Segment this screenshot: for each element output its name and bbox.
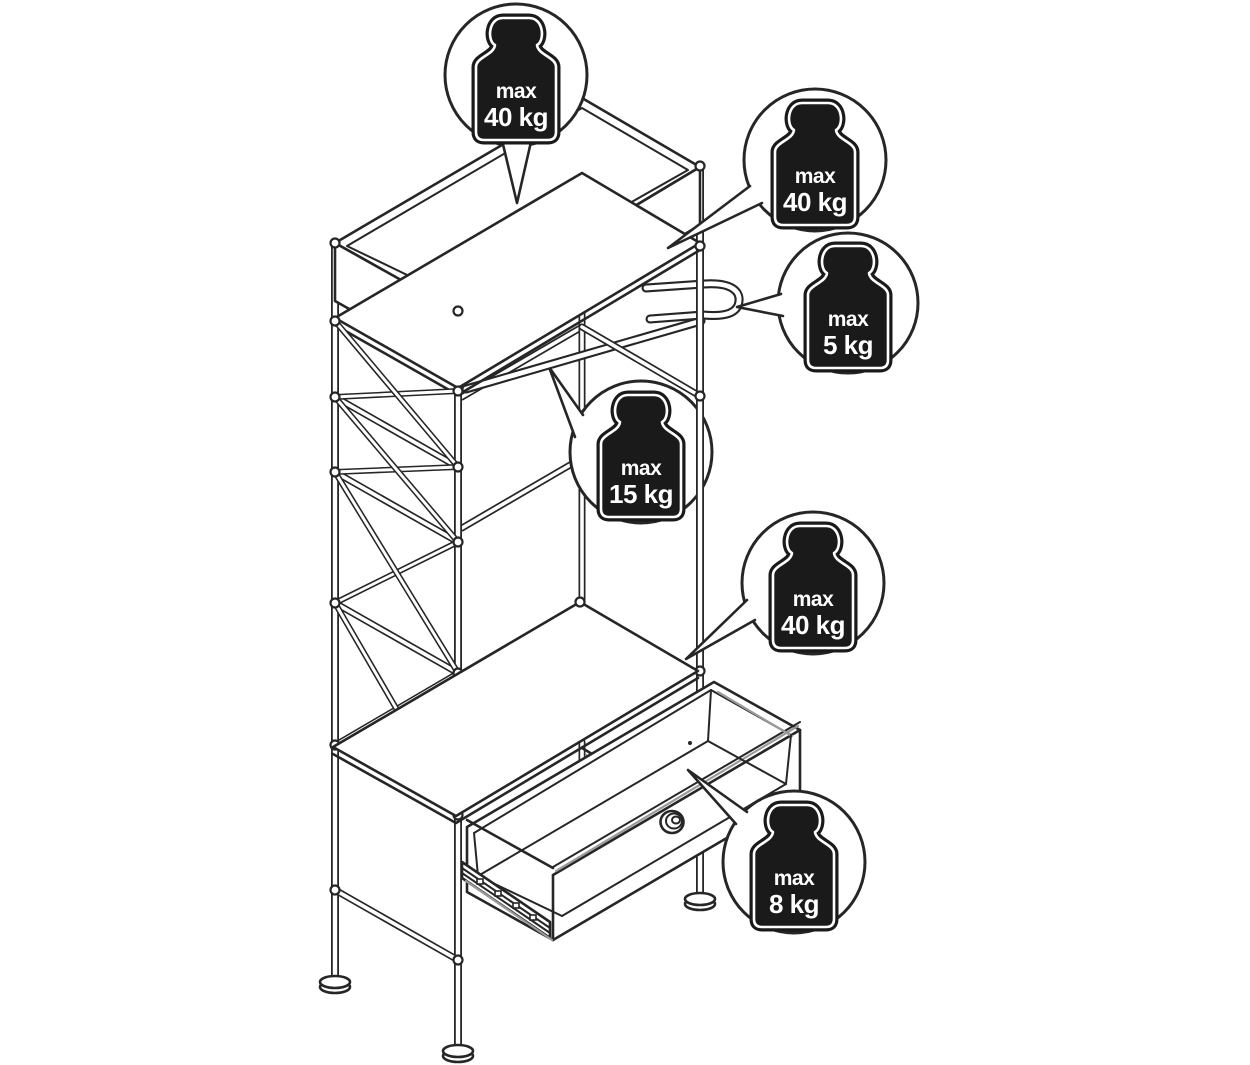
callout-label-max: max <box>621 457 662 480</box>
left-face-rails <box>331 393 462 964</box>
drawer-slide-rail <box>460 860 554 942</box>
callout-middle-shelf: max 40 kg <box>684 510 886 661</box>
callout-pointer <box>684 598 757 661</box>
right-face-rail <box>578 323 704 400</box>
drawer-screw-dot <box>688 741 692 745</box>
clothes-rail-rod <box>461 316 706 394</box>
callout-label-value: 40 kg <box>484 102 548 132</box>
callout-upper-shelf: max 40 kg <box>666 87 888 250</box>
side-hanging-bar <box>641 279 744 324</box>
drawer-knob <box>659 809 685 835</box>
callout-clothes-rail: max 15 kg <box>547 365 714 525</box>
callout-label-max: max <box>496 80 537 103</box>
callout-label-value: 15 kg <box>609 479 673 509</box>
callout-pointer <box>686 768 749 826</box>
callout-top-shelf: max 40 kg <box>443 2 589 205</box>
callout-pointer <box>735 292 785 318</box>
callout-pointer <box>666 184 764 250</box>
callout-pointer <box>547 365 585 439</box>
callout-drawer: max 8 kg <box>686 768 867 935</box>
callout-label-max: max <box>828 308 869 331</box>
callout-label-max: max <box>774 867 815 890</box>
callout-label-value: 40 kg <box>783 187 847 217</box>
leveling-feet <box>318 891 717 1064</box>
shelving-unit-illustration: max 15 kg <box>318 2 920 1064</box>
drawer <box>460 680 802 942</box>
callout-label-value: 40 kg <box>781 610 845 640</box>
callout-label-max: max <box>795 165 836 188</box>
callout-side-rail: max 5 kg <box>735 231 920 375</box>
middle-shelf <box>331 596 700 825</box>
callout-label-max: max <box>793 588 834 611</box>
callout-label-value: 8 kg <box>769 889 819 919</box>
callout-pointer <box>499 131 535 205</box>
callout-label-value: 5 kg <box>823 330 873 360</box>
